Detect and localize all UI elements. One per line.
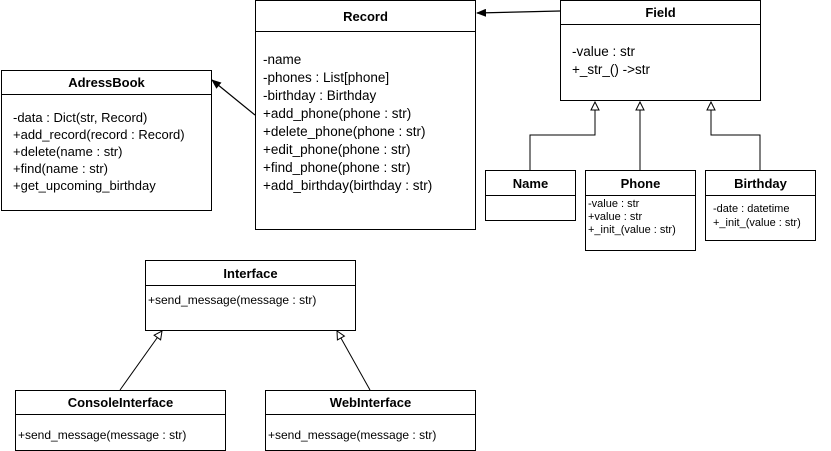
record-method-add-phone: +add_phone(phone : str) [263, 106, 412, 121]
web-interface-class[interactable]: WebInterface +send_message(message : str… [265, 390, 476, 451]
name-class[interactable]: Name [485, 170, 576, 221]
birthday-method-init: +_init_(value : str) [713, 217, 801, 229]
adressbook-method-get-upcoming-birthday: +get_upcoming_birthday [13, 178, 156, 193]
record-class-members: -name -phones : List[phone] -birthday : … [256, 32, 475, 195]
adressbook-class-members: -data : Dict(str, Record) +add_record(re… [2, 95, 211, 194]
phone-member-value-public: +value : str [588, 211, 643, 223]
web-inherits-interface-connector [337, 331, 371, 391]
name-class-title: Name [486, 171, 575, 196]
birthday-inherits-field-connector [711, 102, 761, 170]
birthday-class-title: Birthday [706, 171, 815, 196]
web-interface-class-members: +send_message(message : str) [266, 415, 475, 443]
record-to-adressbook-arrow [211, 79, 256, 116]
console-interface-class[interactable]: ConsoleInterface +send_message(message :… [15, 390, 226, 451]
phone-class-members: -value : str +value : str +_init_(value … [586, 196, 695, 237]
console-inherits-interface-connector [119, 331, 162, 391]
phone-member-value-private: -value : str [588, 198, 640, 210]
record-method-delete-phone: +delete_phone(phone : str) [263, 124, 426, 139]
interface-class-title: Interface [146, 261, 355, 286]
record-method-find-phone: +find_phone(phone : str) [263, 160, 411, 175]
console-interface-class-title: ConsoleInterface [16, 391, 225, 415]
field-method-str: +_str_() ->str [572, 62, 651, 77]
phone-class-title: Phone [586, 171, 695, 196]
adressbook-method-find: +find(name : str) [13, 161, 109, 176]
field-class[interactable]: Field -value : str +_str_() ->str [560, 0, 761, 101]
field-class-title: Field [561, 1, 760, 25]
adressbook-class[interactable]: AdressBook -data : Dict(str, Record) +ad… [1, 70, 212, 211]
web-interface-class-title: WebInterface [266, 391, 475, 415]
adressbook-class-title: AdressBook [2, 71, 211, 95]
name-inherits-field-connector [529, 102, 595, 170]
record-member-phones: -phones : List[phone] [263, 70, 390, 85]
interface-class[interactable]: Interface +send_message(message : str) [145, 260, 356, 331]
interface-method-send-message: +send_message(message : str) [148, 293, 317, 307]
birthday-class-members: -date : datetime +_init_(value : str) [706, 196, 815, 230]
phone-class[interactable]: Phone -value : str +value : str +_init_(… [585, 170, 696, 251]
record-class-title: Record [256, 1, 475, 32]
adressbook-method-delete: +delete(name : str) [13, 144, 123, 159]
console-interface-method-send-message: +send_message(message : str) [18, 428, 187, 442]
field-class-members: -value : str +_str_() ->str [561, 25, 760, 79]
record-class[interactable]: Record -name -phones : List[phone] -birt… [255, 0, 476, 230]
birthday-member-date: -date : datetime [713, 203, 790, 215]
interface-class-members: +send_message(message : str) [146, 286, 355, 308]
web-interface-method-send-message: +send_message(message : str) [268, 428, 437, 442]
field-member-value: -value : str [572, 44, 636, 59]
record-method-edit-phone: +edit_phone(phone : str) [263, 142, 411, 157]
birthday-class[interactable]: Birthday -date : datetime +_init_(value … [705, 170, 816, 241]
console-interface-class-members: +send_message(message : str) [16, 415, 225, 443]
record-method-add-birthday: +add_birthday(birthday : str) [263, 178, 433, 193]
record-member-birthday: -birthday : Birthday [263, 88, 377, 103]
record-member-name: -name [263, 52, 302, 67]
phone-method-init: +_init_(value : str) [588, 224, 676, 236]
field-to-record-arrow [476, 8, 561, 17]
adressbook-method-add-record: +add_record(record : Record) [13, 127, 185, 142]
adressbook-member-data: -data : Dict(str, Record) [13, 110, 148, 125]
